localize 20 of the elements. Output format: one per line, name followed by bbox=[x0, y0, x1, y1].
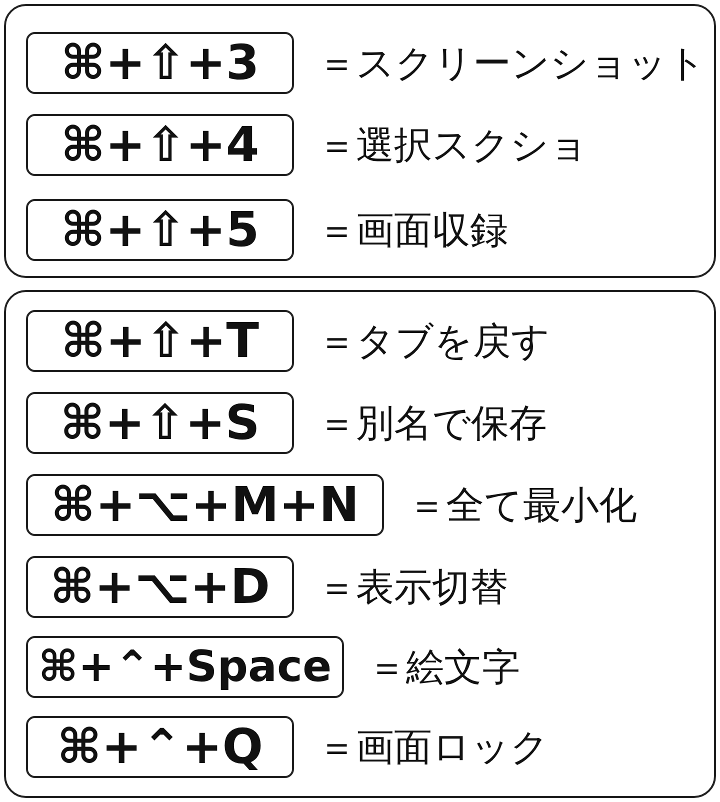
shortcut-keys: ⌘+⇧+S bbox=[26, 392, 294, 454]
shortcut-description: ＝別名で保存 bbox=[318, 400, 547, 447]
shortcut-keys: ⌘+⇧+T bbox=[26, 310, 294, 372]
shortcut-description: ＝画面収録 bbox=[318, 207, 508, 254]
shortcut-keys: ⌘+⇧+4 bbox=[26, 114, 294, 176]
shortcut-keys: ⌘+⌥+M+N bbox=[26, 474, 384, 536]
shortcut-description: ＝全て最小化 bbox=[408, 482, 637, 529]
shortcut-keys: ⌘+⌃+Q bbox=[26, 716, 294, 778]
shortcut-keys: ⌘+⇧+3 bbox=[26, 32, 294, 94]
shortcut-description: ＝タブを戻す bbox=[318, 318, 550, 365]
shortcut-keys: ⌘+⌃+Space bbox=[26, 636, 344, 698]
panel-frame bbox=[4, 290, 716, 798]
shortcut-description: ＝表示切替 bbox=[318, 564, 508, 611]
shortcut-description: ＝スクリーンショット bbox=[318, 40, 706, 87]
shortcut-keys: ⌘+⌥+D bbox=[26, 556, 294, 618]
shortcut-description: ＝選択スクショ bbox=[318, 122, 588, 169]
shortcut-description: ＝絵文字 bbox=[368, 644, 520, 691]
shortcut-description: ＝画面ロック bbox=[318, 724, 549, 771]
shortcut-keys: ⌘+⇧+5 bbox=[26, 199, 294, 261]
panel-frame bbox=[4, 4, 716, 278]
